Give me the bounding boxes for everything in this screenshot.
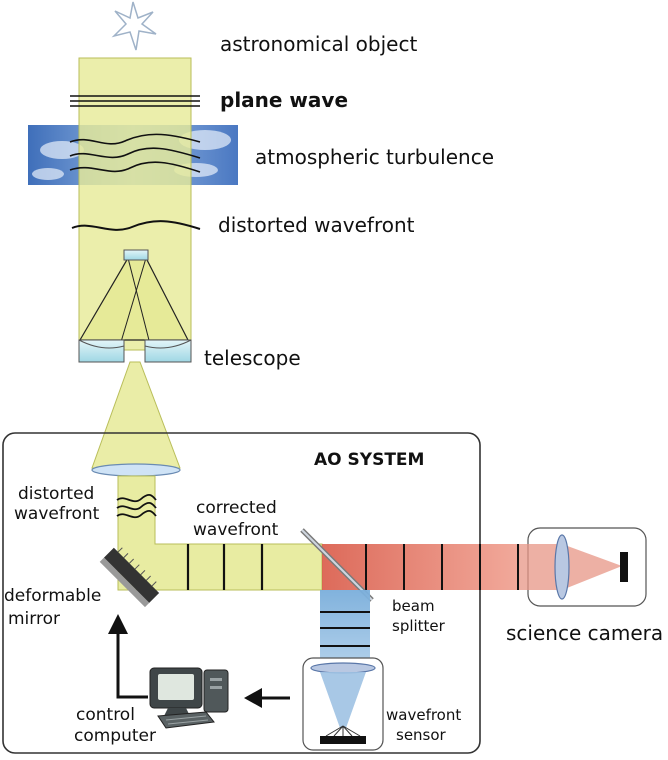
distorted-wavefront-line bbox=[71, 220, 201, 231]
label-wavefront-sensor-2: sensor bbox=[396, 726, 446, 744]
science-beam-wavefront-lines bbox=[365, 544, 519, 590]
label-astronomical-object: astronomical object bbox=[220, 32, 418, 56]
label-science-camera: science camera bbox=[506, 621, 664, 645]
wavefront-sensor-lens bbox=[310, 662, 376, 674]
sensor-beam-lines bbox=[320, 611, 370, 647]
sensor-beam bbox=[320, 590, 370, 660]
turbulence-wavy-lines bbox=[69, 133, 201, 173]
label-mirror: mirror bbox=[8, 609, 60, 629]
wavefront-sensor-detector bbox=[320, 736, 366, 744]
label-deformable: deformable bbox=[4, 586, 102, 606]
lenslet-array bbox=[325, 725, 361, 737]
science-camera-detector bbox=[620, 552, 628, 582]
arrow-sensor-to-computer bbox=[244, 688, 290, 708]
label-telescope: telescope bbox=[204, 346, 301, 370]
deformable-mirror bbox=[99, 547, 160, 608]
arrow-computer-to-mirror bbox=[108, 614, 148, 699]
label-beam: beam bbox=[392, 597, 435, 615]
star-icon bbox=[111, 1, 157, 51]
label-ao-system: AO SYSTEM bbox=[314, 450, 425, 470]
label-distorted-wavefront: distorted wavefront bbox=[218, 213, 415, 237]
label-control: control bbox=[76, 705, 135, 725]
computer-icon bbox=[149, 667, 229, 729]
telescope-optics bbox=[78, 249, 192, 363]
label-inner-wavefront: wavefront bbox=[14, 504, 100, 524]
label-splitter: splitter bbox=[392, 617, 445, 635]
corrected-wavefront-lines bbox=[186, 544, 264, 590]
telescope-output-beam bbox=[91, 361, 181, 469]
label-plane-wave: plane wave bbox=[220, 88, 349, 112]
ao-system-frame bbox=[2, 432, 481, 754]
science-camera-focus-cone bbox=[520, 544, 622, 590]
inner-distorted-wavefront-lines bbox=[116, 494, 157, 519]
wavefront-sensor-cone bbox=[320, 672, 366, 728]
plane-wave-lines bbox=[70, 95, 200, 107]
label-inner-distorted: distorted bbox=[18, 484, 95, 504]
label-computer: computer bbox=[74, 726, 156, 746]
label-corrected: corrected bbox=[196, 498, 277, 518]
collimating-lens bbox=[91, 463, 181, 477]
label-wavefront-sensor-1: wavefront bbox=[386, 706, 462, 724]
label-atmospheric-turbulence: atmospheric turbulence bbox=[255, 145, 494, 169]
label-corrected-wavefront: wavefront bbox=[193, 520, 279, 540]
science-beam bbox=[322, 544, 520, 590]
science-camera-lens bbox=[554, 534, 570, 600]
